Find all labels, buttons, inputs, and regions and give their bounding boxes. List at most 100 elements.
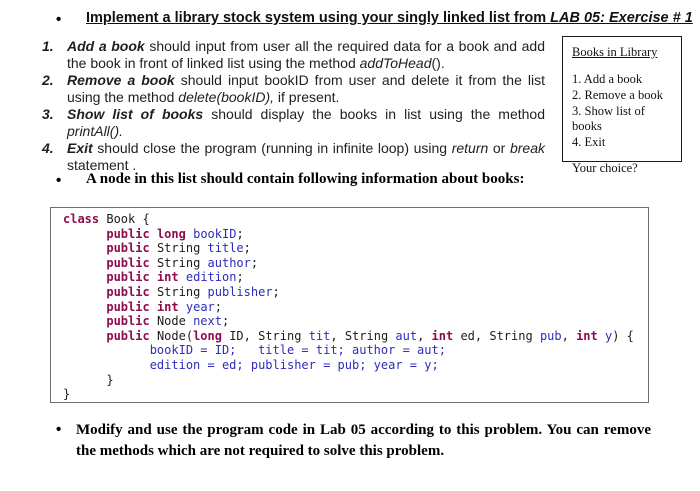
text-segment: long: [156, 226, 186, 241]
text-segment: should close the program (running in inf…: [92, 140, 452, 156]
text-segment: ,: [417, 328, 432, 343]
menu-item: 1. Add a book: [572, 72, 643, 86]
task-number: 2.: [42, 72, 54, 88]
task-number: 4.: [42, 140, 54, 156]
text-segment: public: [106, 328, 150, 343]
task-item: 2. Remove a book should input bookID from…: [42, 72, 545, 106]
text-segment: [63, 256, 106, 270]
text-segment: edition = ed; publisher = pub; year = y;: [149, 357, 439, 372]
text-segment: public: [106, 270, 150, 285]
code-line: edition = ed; publisher = pub; year = y;: [63, 358, 648, 373]
text-segment: ;: [236, 226, 244, 241]
text-segment: ;: [214, 299, 223, 314]
text-segment: ;: [243, 241, 251, 256]
text-segment: int: [156, 270, 179, 285]
text-segment: Node(: [149, 328, 194, 343]
task-text: Exit should close the program (running i…: [67, 140, 545, 174]
text-segment: int: [576, 328, 598, 343]
text-segment: [63, 300, 106, 314]
node-bullet-icon: •: [56, 172, 62, 189]
text-segment: [179, 270, 186, 284]
text-segment: title: [207, 241, 244, 256]
text-segment: edition: [185, 270, 237, 285]
text-segment: [63, 329, 106, 343]
text-segment: }: [63, 387, 71, 402]
page-title-main: Implement a library stock system using y…: [86, 10, 551, 26]
menu-item: 4. Exit: [572, 135, 606, 150]
text-segment: pub: [539, 328, 562, 343]
text-segment: ().: [431, 55, 445, 71]
text-segment: publisher: [207, 284, 273, 299]
footer-note: Modify and use the program code in Lab 0…: [76, 422, 651, 459]
menu-item: 2. Remove a book: [572, 87, 663, 102]
text-segment: String: [149, 241, 208, 256]
text-segment: [63, 285, 106, 299]
task-list: 1. Add a book should input from user all …: [42, 38, 545, 174]
code-lines: class Book { public long bookID; public …: [63, 212, 648, 402]
text-segment: public: [106, 255, 150, 270]
code-line: public Node next;: [63, 314, 648, 329]
text-segment: public: [106, 241, 150, 256]
code-line: class Book {: [63, 212, 648, 227]
text-segment: public: [106, 226, 150, 241]
text-segment: or: [488, 140, 510, 156]
code-line: bookID = ID; title = tit; author = aut;: [63, 343, 648, 358]
text-segment: break: [509, 140, 545, 156]
text-segment: public: [106, 299, 150, 314]
text-segment: public: [106, 284, 150, 299]
text-segment: y: [605, 328, 613, 343]
menu-prompt: Your choice?: [572, 160, 638, 175]
task-item: 1. Add a book should input from user all …: [42, 38, 545, 72]
text-segment: ed, String: [453, 328, 540, 343]
text-segment: ;: [236, 270, 244, 285]
text-segment: [63, 358, 150, 372]
task-text: Add a book should input from user all th…: [67, 38, 545, 72]
text-segment: [63, 314, 106, 328]
text-segment: if present.: [274, 89, 340, 105]
text-segment: int: [156, 299, 179, 314]
text-segment: Exit: [67, 140, 93, 156]
text-segment: Add a book: [67, 38, 145, 54]
task-number: 1.: [42, 38, 54, 54]
text-segment: statement .: [67, 157, 137, 173]
text-segment: public: [106, 314, 150, 329]
page-title-reference: LAB 05: Exercise # 1: [550, 10, 693, 26]
task-text: Show list of books should display the bo…: [67, 106, 545, 140]
text-segment: year: [185, 299, 215, 314]
code-line: public String author;: [63, 256, 648, 271]
text-segment: [598, 329, 605, 343]
code-line: public int year;: [63, 300, 648, 315]
task-item: 4. Exit should close the program (running…: [42, 140, 545, 174]
code-block: class Book { public long bookID; public …: [50, 207, 649, 403]
text-segment: tit: [308, 328, 331, 343]
code-line: }: [63, 387, 648, 402]
text-segment: class: [63, 212, 100, 226]
task-item: 3.Show list of books should display the …: [42, 106, 545, 140]
text-segment: author: [207, 255, 251, 270]
text-segment: , String: [330, 328, 396, 343]
text-segment: printAll().: [67, 123, 124, 139]
text-segment: [63, 227, 106, 241]
menu-title: Books in Library: [572, 45, 658, 59]
header-bullet-icon: •: [56, 11, 62, 28]
text-segment: should input from user all the required …: [67, 38, 545, 71]
text-segment: Node: [149, 314, 194, 329]
text-segment: [150, 227, 157, 241]
text-segment: should input bookID from user and delete…: [67, 72, 545, 105]
text-segment: [179, 300, 186, 314]
code-line: public int edition;: [63, 270, 648, 285]
text-segment: Book {: [99, 212, 150, 226]
node-info-heading: A node in this list should contain follo…: [86, 171, 525, 187]
text-segment: long: [193, 328, 222, 343]
text-segment: [63, 270, 106, 284]
text-segment: Show list of books: [67, 106, 204, 122]
text-segment: [63, 343, 150, 357]
text-segment: [63, 241, 106, 255]
code-line: public long bookID;: [63, 227, 648, 242]
text-segment: bookID = ID; title = tit; author = aut;: [149, 343, 446, 358]
task-text: Remove a book should input bookID from u…: [67, 72, 545, 106]
menu-item: 3. Show list of books: [572, 103, 645, 134]
text-segment: String: [149, 255, 208, 270]
text-segment: ) {: [612, 328, 634, 343]
